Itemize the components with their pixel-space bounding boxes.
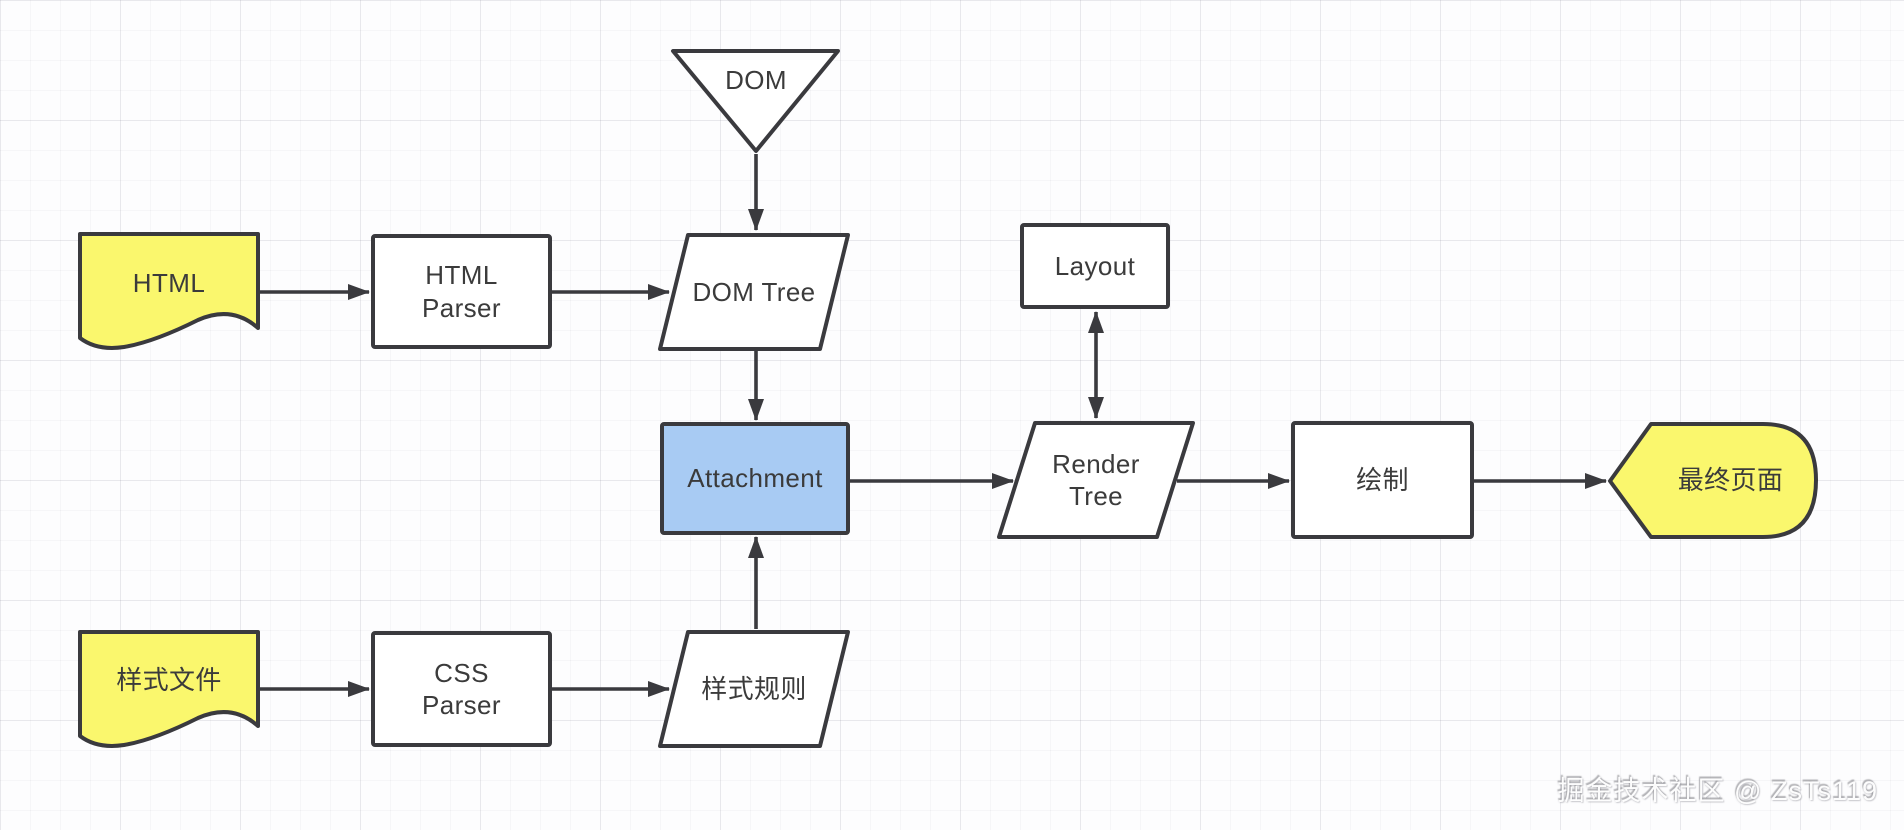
paint-shape	[1291, 421, 1474, 539]
dom-label: DOM	[725, 64, 787, 95]
html-parser-label: HTML Parser	[422, 260, 501, 323]
render-tree-label: Render Tree	[1052, 448, 1140, 512]
attachment-label: Attachment	[687, 463, 823, 494]
dom-tree-label: DOM Tree	[692, 276, 816, 307]
css-parser-label: CSS Parser	[422, 657, 501, 721]
render-tree-shape	[997, 421, 1195, 539]
final-page-shape	[1608, 422, 1818, 539]
attachment-shape	[660, 422, 850, 535]
watermark-text: 掘金技术社区 @ ZsTs119	[1557, 776, 1878, 806]
html-doc-label: HTML	[132, 267, 206, 298]
dom-triangle-shape	[671, 49, 840, 153]
css-parser-shape	[371, 631, 552, 747]
layout-shape	[1020, 223, 1170, 309]
html-parser-shape	[371, 234, 552, 349]
layout-label: Layout	[1054, 250, 1136, 281]
paint-label: 绘制	[1356, 464, 1409, 495]
style-rules-label: 样式规则	[701, 673, 807, 704]
final-page-label: 最终页面	[1677, 465, 1784, 496]
style-file-label: 样式文件	[116, 664, 222, 695]
